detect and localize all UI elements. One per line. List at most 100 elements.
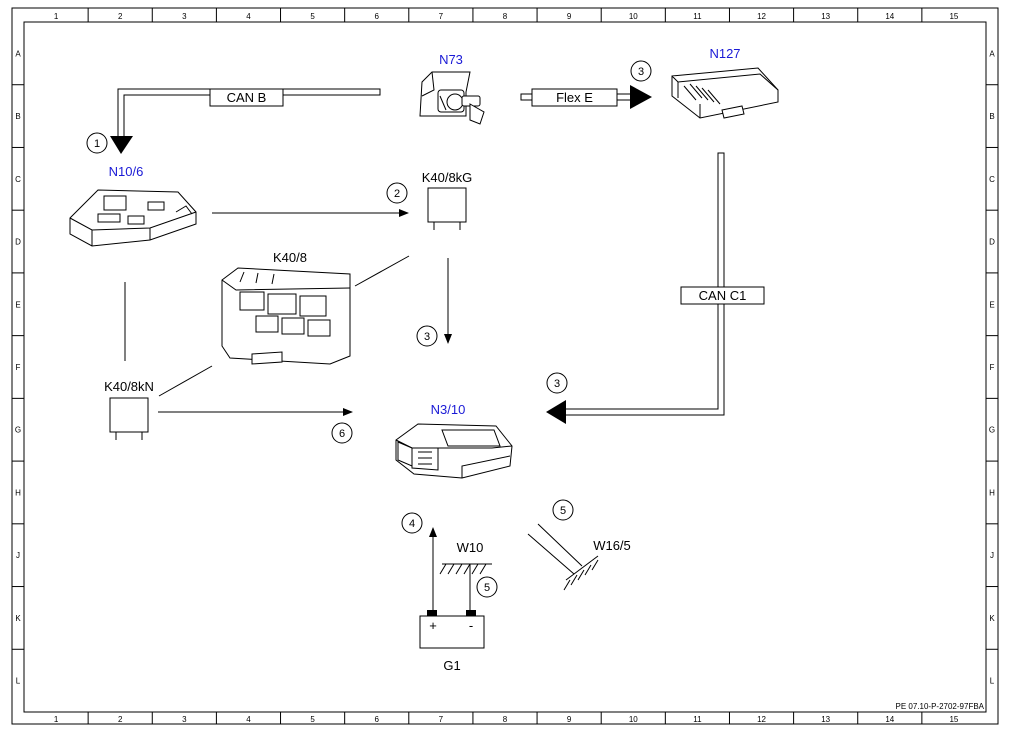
- grid-column-label: 13: [821, 715, 830, 724]
- grid-column-label: 7: [439, 12, 444, 21]
- grid-column-label: 15: [949, 715, 958, 724]
- grid-column-label: 11: [693, 715, 702, 724]
- grid-row-label: C: [15, 175, 21, 184]
- grid-row-label: A: [15, 49, 21, 58]
- grid-column-label: 9: [567, 715, 572, 724]
- k40-8-label: K40/8: [273, 250, 307, 265]
- svg-text:5: 5: [484, 582, 490, 594]
- n73-ignition-switch-icon: [419, 71, 485, 125]
- n127-label: N127: [709, 46, 740, 61]
- grid-column-label: 3: [182, 715, 187, 724]
- grid-row-label: A: [989, 49, 995, 58]
- callout-circle: 2: [386, 182, 408, 204]
- g1-plus-label: +: [429, 618, 437, 633]
- grid-row-label: E: [989, 300, 994, 309]
- grid-row-label: E: [15, 300, 20, 309]
- n10-6-label: N10/6: [109, 164, 144, 179]
- grid-row-label: J: [990, 551, 994, 560]
- grid-column-label: 3: [182, 12, 187, 21]
- callout-circle: 3: [546, 372, 568, 394]
- grid-column-label: 4: [246, 715, 251, 724]
- w10-ground-icon: [439, 563, 492, 610]
- svg-text:3: 3: [424, 331, 430, 343]
- grid-column-label: 8: [503, 715, 508, 724]
- grid-column-label: 1: [54, 715, 59, 724]
- g1-label: G1: [443, 658, 460, 673]
- n10-6-module-icon: [69, 189, 197, 247]
- svg-text:1: 1: [94, 138, 100, 150]
- grid-column-label: 10: [629, 715, 638, 724]
- grid-row-label: H: [15, 488, 21, 497]
- n3-10-label: N3/10: [431, 402, 466, 417]
- grid-column-label: 1: [54, 12, 59, 21]
- can-b-label: CAN B: [227, 90, 267, 105]
- w16-5-label: W16/5: [593, 538, 631, 553]
- k40-8-relay-box-icon: [221, 267, 351, 365]
- callout-circle: 3: [416, 325, 438, 347]
- n3-10-ecu-icon: [395, 423, 513, 479]
- grid-column-label: 6: [375, 715, 380, 724]
- grid-row-label: B: [15, 112, 20, 121]
- grid-row-label: L: [990, 677, 995, 686]
- grid-row-label: C: [989, 175, 995, 184]
- svg-text:3: 3: [638, 66, 644, 78]
- k40-8-to-k40kg-link: [354, 255, 410, 287]
- callout-circle: 4: [401, 512, 423, 534]
- grid-column-label: 8: [503, 12, 508, 21]
- can-b-wire: CAN B: [110, 88, 381, 154]
- grid-row-label: G: [989, 426, 995, 435]
- inner-frame: [23, 21, 987, 713]
- grid-column-label: 2: [118, 715, 123, 724]
- grid-column-label: 5: [310, 12, 315, 21]
- w10-label: W10: [457, 540, 484, 555]
- grid-row-label: K: [15, 614, 21, 623]
- grid-column-label: 12: [757, 715, 766, 724]
- grid-column-label: 6: [375, 12, 380, 21]
- grid-column-label: 11: [693, 12, 702, 21]
- can-c1-wire: CAN C1: [546, 152, 765, 424]
- g1-battery-icon: [419, 610, 485, 649]
- grid-row-label: H: [989, 488, 995, 497]
- grid-row-label: J: [16, 551, 20, 560]
- svg-text:6: 6: [339, 428, 345, 440]
- grid-row-label: D: [989, 238, 995, 247]
- g1-minus-label: -: [469, 618, 473, 633]
- grid-column-label: 2: [118, 12, 123, 21]
- grid-column-label: 5: [310, 715, 315, 724]
- flex-e-label: Flex E: [556, 90, 593, 105]
- callout-circle: 1: [86, 132, 108, 154]
- k40-8-to-k40kn-link: [158, 365, 213, 397]
- grid-column-label: 12: [757, 12, 766, 21]
- grid-column-label: 7: [439, 715, 444, 724]
- k40-8kn-relay-icon: [109, 397, 149, 440]
- k40-8kg-relay-icon: [427, 187, 467, 230]
- svg-text:4: 4: [409, 518, 415, 530]
- grid-column-label: 9: [567, 12, 572, 21]
- callout-circle: 5: [476, 576, 498, 598]
- grid-row-label: F: [16, 363, 21, 372]
- w16-5-ground-icon: [527, 523, 599, 591]
- grid-column-label: 4: [246, 12, 251, 21]
- n73-label: N73: [439, 52, 463, 67]
- outer-frame: [11, 7, 999, 725]
- grid-column-label: 10: [629, 12, 638, 21]
- grid-column-label: 13: [821, 12, 830, 21]
- n127-module-icon: [671, 67, 779, 119]
- grid-column-label: 14: [885, 715, 894, 724]
- grid-row-label: K: [989, 614, 995, 623]
- grid-column-label: 15: [949, 12, 958, 21]
- grid-column-label: 14: [885, 12, 894, 21]
- k40-8kn-label: K40/8kN: [104, 379, 154, 394]
- grid-row-label: F: [990, 363, 995, 372]
- grid-row-label: L: [16, 677, 21, 686]
- k40-8kg-label: K40/8kG: [422, 170, 473, 185]
- callout-circle: 5: [552, 499, 574, 521]
- callout-circle: 6: [331, 422, 353, 444]
- svg-text:2: 2: [394, 188, 400, 200]
- flex-e-wire: Flex E: [520, 85, 652, 109]
